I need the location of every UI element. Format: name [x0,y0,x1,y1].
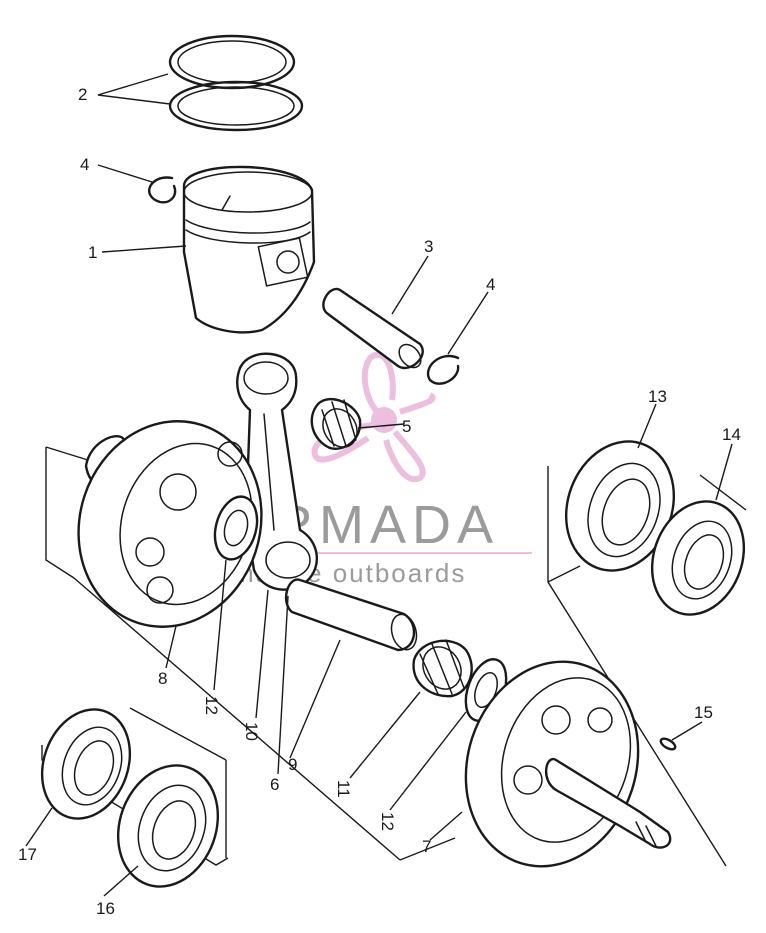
piston [182,165,316,334]
callout-13: 13 [648,387,667,406]
small-end-bearing [310,397,362,450]
crank-wheel-right [464,660,672,868]
thrust-washer-left [213,495,259,561]
leader-lines [25,73,733,897]
circlip-left [148,176,177,204]
callout-8: 8 [158,669,167,688]
callout-16: 16 [96,899,115,918]
bearing-left-lower [116,764,220,888]
oil-seal-left [40,708,132,820]
callout-4-right: 4 [486,275,495,294]
callout-10: 10 [242,722,261,741]
callout-12-right: 12 [378,812,397,831]
oil-seal-right [650,500,746,616]
callout-15: 15 [694,703,713,722]
callout-2: 2 [78,85,87,104]
callout-7: 7 [422,837,431,856]
callout-labels: 2 4 1 3 4 5 13 14 8 12 10 9 6 11 12 7 15… [18,85,741,918]
propeller-hub-icon [371,407,397,433]
callout-14: 14 [722,425,741,444]
piston-rings [168,34,304,132]
callout-5: 5 [402,417,411,436]
callout-17: 17 [18,845,37,864]
crank-pin [284,578,418,652]
callout-11: 11 [334,780,353,798]
woodruff-key [659,737,677,751]
circlip-right [426,354,460,385]
callout-1: 1 [88,243,97,262]
callout-4-left: 4 [80,155,89,174]
callout-9: 9 [288,755,297,774]
big-end-bearing [412,639,473,698]
callout-6: 6 [270,775,279,794]
piston-pin [322,287,424,370]
callout-12-left: 12 [202,696,221,715]
callout-3: 3 [424,237,433,256]
